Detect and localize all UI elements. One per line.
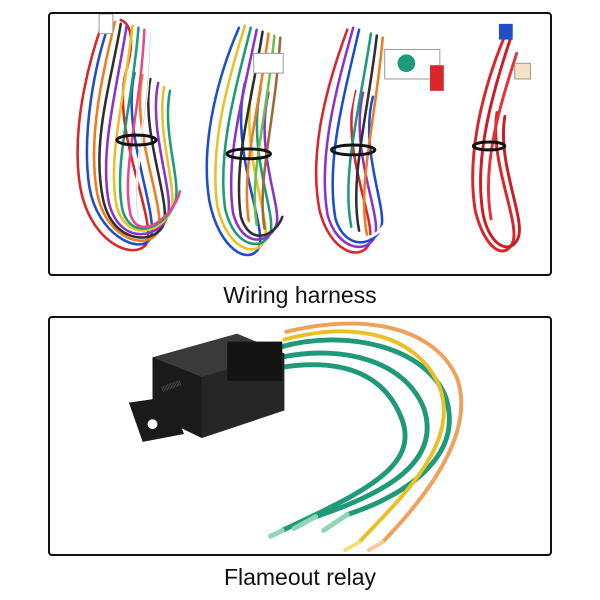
relay-caption: Flameout relay bbox=[223, 564, 377, 590]
wire-bundle-4 bbox=[471, 23, 531, 253]
relay-with-wires-icon: ||||||||||||| bbox=[128, 321, 464, 553]
wire-bundle-1 bbox=[76, 14, 182, 252]
relay-image-frame: ||||||||||||| bbox=[48, 316, 552, 556]
harness-caption: Wiring harness bbox=[223, 282, 377, 308]
wire-bundles-icon bbox=[76, 14, 531, 257]
relay-body: ||||||||||||| bbox=[128, 333, 285, 442]
wire-bundle-2 bbox=[205, 24, 284, 257]
wire-bundle-3 bbox=[314, 26, 444, 254]
harness-image-frame bbox=[48, 12, 552, 276]
